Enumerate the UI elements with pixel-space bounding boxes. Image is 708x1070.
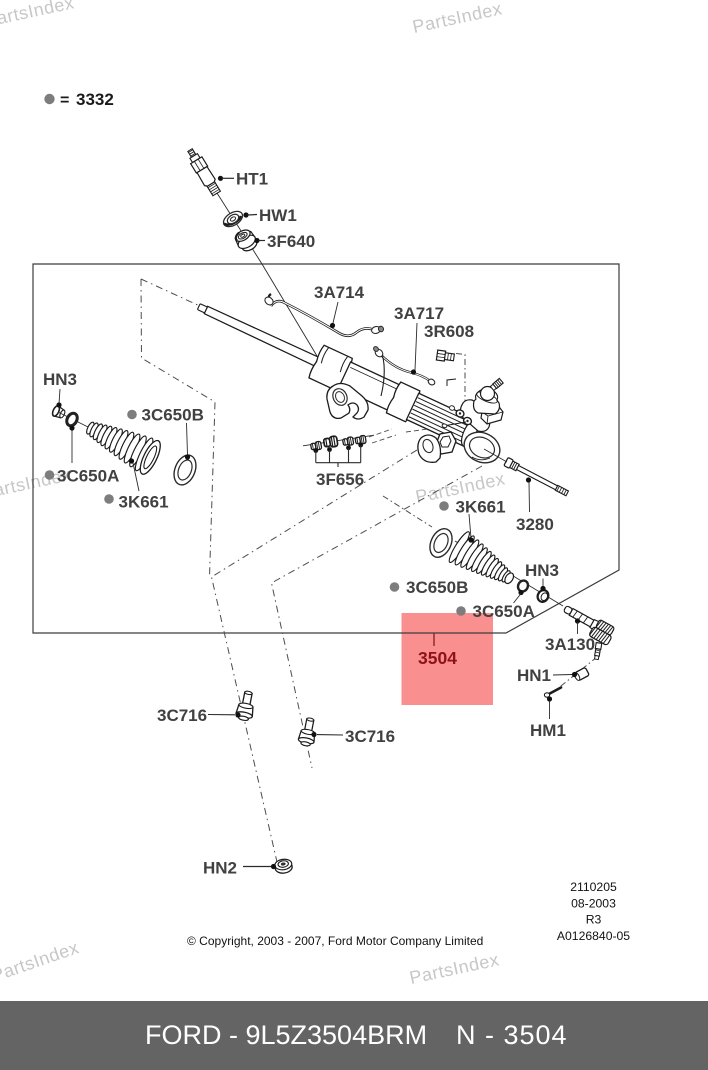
svg-text:=: = [60,92,69,109]
svg-text:3504: 3504 [418,648,457,668]
svg-text:3F640: 3F640 [267,232,315,251]
svg-text:HN3: HN3 [43,370,77,389]
svg-text:3332: 3332 [76,90,114,109]
svg-text:N - 3504: N - 3504 [456,1020,568,1050]
svg-text:HN3: HN3 [525,561,559,580]
svg-text:R3: R3 [586,913,602,927]
svg-text:3C650B: 3C650B [406,578,468,597]
svg-text:3C650A: 3C650A [57,467,119,486]
svg-text:3R608: 3R608 [424,322,474,341]
svg-text:HM1: HM1 [530,721,566,740]
svg-text:HW1: HW1 [259,206,297,225]
svg-text:3C650B: 3C650B [142,406,204,425]
svg-text:2110205: 2110205 [570,880,617,894]
svg-text:3F656: 3F656 [316,470,364,489]
svg-text:3280: 3280 [516,515,554,534]
svg-text:3A717: 3A717 [394,304,444,323]
svg-text:3C716: 3C716 [345,727,395,746]
svg-text:HT1: HT1 [236,170,268,189]
svg-text:FORD - 9L5Z3504BRM: FORD - 9L5Z3504BRM [145,1020,427,1050]
svg-text:3A714: 3A714 [314,283,365,302]
svg-text:© Copyright, 2003 - 2007, Ford: © Copyright, 2003 - 2007, Ford Motor Com… [187,934,483,948]
svg-text:3K661: 3K661 [119,493,169,512]
svg-text:A0126840-05: A0126840-05 [557,929,630,943]
svg-text:HN2: HN2 [203,859,237,878]
svg-text:3C716: 3C716 [157,706,207,725]
svg-text:3C650A: 3C650A [473,602,535,621]
svg-text:3K661: 3K661 [456,498,506,517]
svg-text:HN1: HN1 [517,666,551,685]
svg-text:08-2003: 08-2003 [571,896,616,910]
svg-text:3A130: 3A130 [545,635,595,654]
